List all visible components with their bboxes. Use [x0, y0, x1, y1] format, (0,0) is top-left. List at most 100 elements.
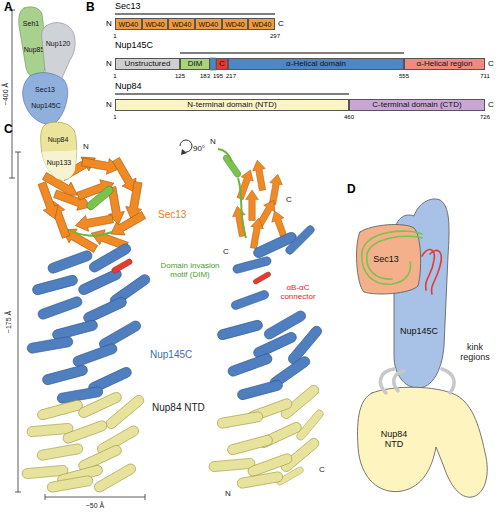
domain-label: α-Helical domain	[286, 60, 346, 68]
panel-letter: C	[4, 123, 13, 137]
helix	[88, 242, 133, 274]
nup145c-ribbon	[26, 242, 151, 404]
terminus-label: C	[278, 19, 284, 28]
helix	[62, 419, 109, 444]
helix	[36, 443, 83, 461]
helix	[93, 462, 138, 494]
domain-box: N-terminal domain (NTD)	[115, 99, 349, 111]
terminus-label: N	[83, 142, 89, 151]
residue-number: 726	[480, 114, 490, 121]
helix	[36, 399, 83, 421]
beta-strand	[34, 180, 62, 221]
terminus-label: N	[225, 489, 231, 498]
helix	[216, 319, 263, 341]
panel-letter: D	[347, 183, 356, 197]
domain-label: WD40	[119, 21, 138, 28]
shape-fill	[358, 387, 488, 497]
helix	[82, 296, 128, 325]
connector-helix	[111, 258, 133, 274]
helix	[236, 471, 283, 489]
domain-label: C	[219, 60, 225, 68]
domain-box: α-Helical region	[404, 58, 485, 70]
coverage-line	[115, 13, 275, 14]
domain-label: α-Helical region	[417, 60, 473, 68]
shape-label: Nup145C	[400, 326, 438, 336]
shape-label: Seh1	[23, 20, 39, 28]
terminus-label: N	[210, 137, 216, 146]
residue-number: 183	[200, 73, 210, 80]
dimension-label: ~50 Å	[86, 502, 105, 510]
structure-label: Nup145C	[150, 349, 192, 361]
domain-label: WD40	[225, 21, 244, 28]
helix	[51, 319, 98, 341]
protein-name: Sec13	[115, 1, 141, 11]
dim-strand	[218, 149, 232, 162]
protein-name: Nup84	[115, 81, 142, 91]
domain-box: WD40	[222, 18, 249, 30]
nup145c-ribbon	[216, 224, 323, 401]
subcomplex-shape: Sec13Nup145C	[20, 70, 70, 126]
domain-box: C-terminal domain (CTD)	[349, 99, 485, 111]
residue-number: 217	[226, 73, 236, 80]
beta-strand	[251, 159, 269, 191]
domain-label: Unstructured	[125, 60, 171, 68]
beta-strand	[231, 205, 249, 237]
helix	[230, 289, 270, 310]
dimension-label: ~400 Å	[2, 83, 10, 105]
dimension-tick	[45, 494, 46, 500]
shape-label: Nup133	[47, 159, 72, 167]
helix	[236, 379, 283, 401]
domain-label: N-terminal domain (NTD)	[187, 101, 276, 109]
residue-number: 125	[175, 73, 185, 80]
shape-stroke	[394, 371, 404, 391]
beta-strand	[74, 211, 114, 233]
residue-number: 1	[113, 114, 116, 121]
residue-number: 195	[213, 73, 223, 80]
residue-number: 711	[480, 73, 490, 80]
panel-letter: B	[86, 1, 95, 15]
subcomplex-shape: Nup84Nup133	[38, 120, 78, 182]
shape-outline	[352, 385, 497, 500]
callout-label: αB-αC connector	[273, 283, 323, 301]
residue-number: 555	[399, 73, 409, 80]
beta-strand	[247, 217, 265, 249]
callout-label: kink regions	[452, 342, 498, 363]
helix	[72, 342, 119, 367]
rotation-label: 90°	[193, 144, 205, 153]
domain-box: α-Helical domain	[228, 58, 404, 70]
domain-label: DIM	[188, 60, 203, 68]
helix	[216, 411, 263, 429]
dimension-tick	[15, 492, 21, 493]
domain-box: DIM	[180, 58, 210, 70]
shape-fill	[41, 122, 77, 180]
structure-label: Nup84 NTD	[152, 402, 205, 414]
terminus-label: N	[106, 100, 112, 109]
arrow-head	[181, 149, 187, 155]
helix	[26, 336, 73, 354]
terminus-label: C	[223, 247, 229, 256]
helix	[37, 295, 84, 320]
rotation-arrow	[180, 140, 192, 155]
shape-stroke	[362, 231, 422, 284]
shape-outline	[20, 70, 70, 126]
residue-number: 460	[344, 114, 354, 121]
shape-stroke	[442, 369, 454, 393]
domain-box: WD40	[142, 18, 169, 30]
domain-box: WD40	[195, 18, 222, 30]
residue-number: 1	[113, 33, 116, 40]
shape-label: Nup84 NTD	[372, 429, 416, 450]
helix	[41, 364, 88, 386]
terminus-label: N	[106, 59, 112, 68]
domain-box: WD40	[115, 18, 142, 30]
shape-fill	[394, 199, 449, 388]
dimension-tick	[15, 152, 21, 153]
shape-fill	[42, 150, 77, 180]
dimension-line	[18, 152, 19, 492]
domain-box: Unstructured	[115, 58, 180, 70]
helix	[104, 393, 146, 430]
shape-fill	[23, 73, 68, 125]
dim-strand	[238, 178, 246, 238]
shape-label: Nup120	[46, 40, 71, 48]
beta-strand	[246, 190, 259, 220]
coverage-line	[180, 52, 404, 53]
